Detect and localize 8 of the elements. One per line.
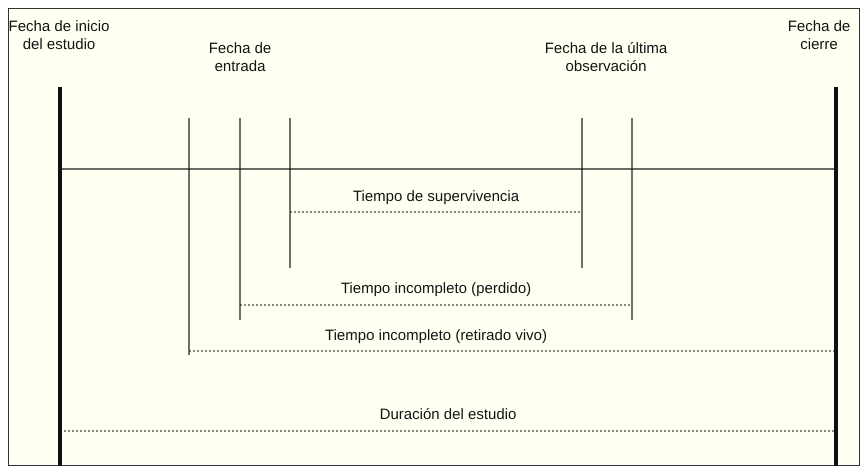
date-label: Fecha de la última observación <box>544 40 668 76</box>
date-label: Fecha de inicio del estudio <box>8 18 110 54</box>
period-label: Duración del estudio <box>378 406 518 424</box>
date-label: Fecha de cierre <box>786 18 852 54</box>
period-label: Tiempo incompleto (perdido) <box>340 280 532 298</box>
date-label: Fecha de entrada <box>208 40 272 76</box>
period-label: Tiempo incompleto (retirado vivo) <box>324 327 548 345</box>
period-label: Tiempo de supervivencia <box>352 188 520 206</box>
